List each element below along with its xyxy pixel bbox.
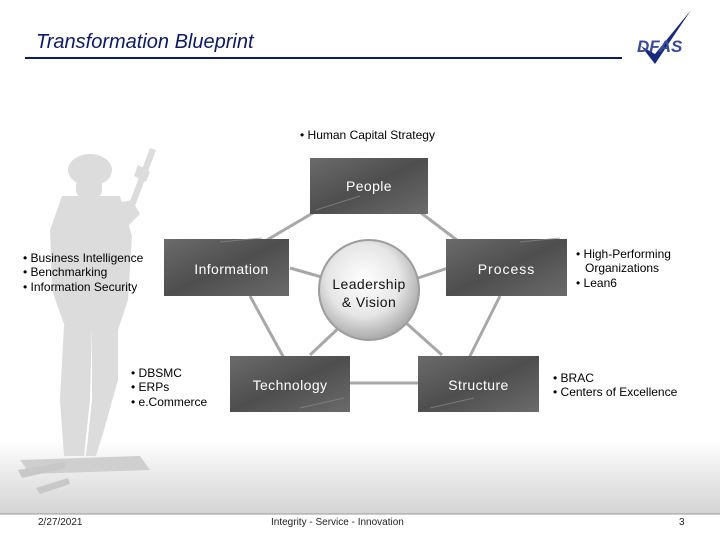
people-bullets: Human Capital Strategy [300,128,435,142]
process-label: Process [477,261,536,277]
list-item: High-Performing [576,247,671,261]
technology-bullets: DBSMC ERPs e.Commerce [131,366,208,409]
technology-label: Technology [252,377,328,393]
slide-title: Transformation Blueprint [36,31,254,53]
structure-label: Structure [448,377,509,393]
technology-node-box [230,356,350,412]
dfas-logo: DFAS [637,10,691,64]
list-item: Organizations [576,261,671,275]
people-label: People [346,178,392,194]
list-item: DBSMC [131,366,207,380]
process-node-box [446,239,567,296]
list-item-continuation: Organizations [585,261,660,276]
technology-node: Technology [230,356,350,412]
process-node: Process [446,239,567,296]
center-circle [319,240,419,340]
list-item: Business Intelligence [23,251,144,265]
title-rule [25,57,622,59]
list-item: e.Commerce [131,395,208,409]
list-item: ERPs [131,380,207,394]
leadership-vision-label: Leadership & Vision [332,276,406,310]
information-bullets: Business Intelligence Benchmarking Infor… [23,251,144,294]
logo-text: DFAS [637,37,683,56]
list-item: Benchmarking [23,265,143,279]
people-node: People [310,158,428,214]
process-bullets: High-Performing Organizations Lean6 [576,247,671,290]
list-item: Lean6 [576,276,671,290]
people-node-box [310,158,428,214]
structure-node: Structure [418,356,539,412]
structure-bullets: BRAC Centers of Excellence [553,371,678,400]
footer-date: 2/27/2021 [38,517,83,528]
footer-tagline: Integrity - Service - Innovation [271,517,404,528]
list-item: Information Security [23,280,143,294]
list-item: Centers of Excellence [553,385,678,399]
structure-node-box [418,356,539,412]
center-label: Leadership & Vision [319,273,419,313]
information-node: Information [164,239,289,296]
information-node-box [164,239,289,296]
list-item: Human Capital Strategy [300,128,435,142]
page-number: 3 [679,517,685,528]
list-item: BRAC [553,371,677,385]
information-label: Information [194,261,269,277]
